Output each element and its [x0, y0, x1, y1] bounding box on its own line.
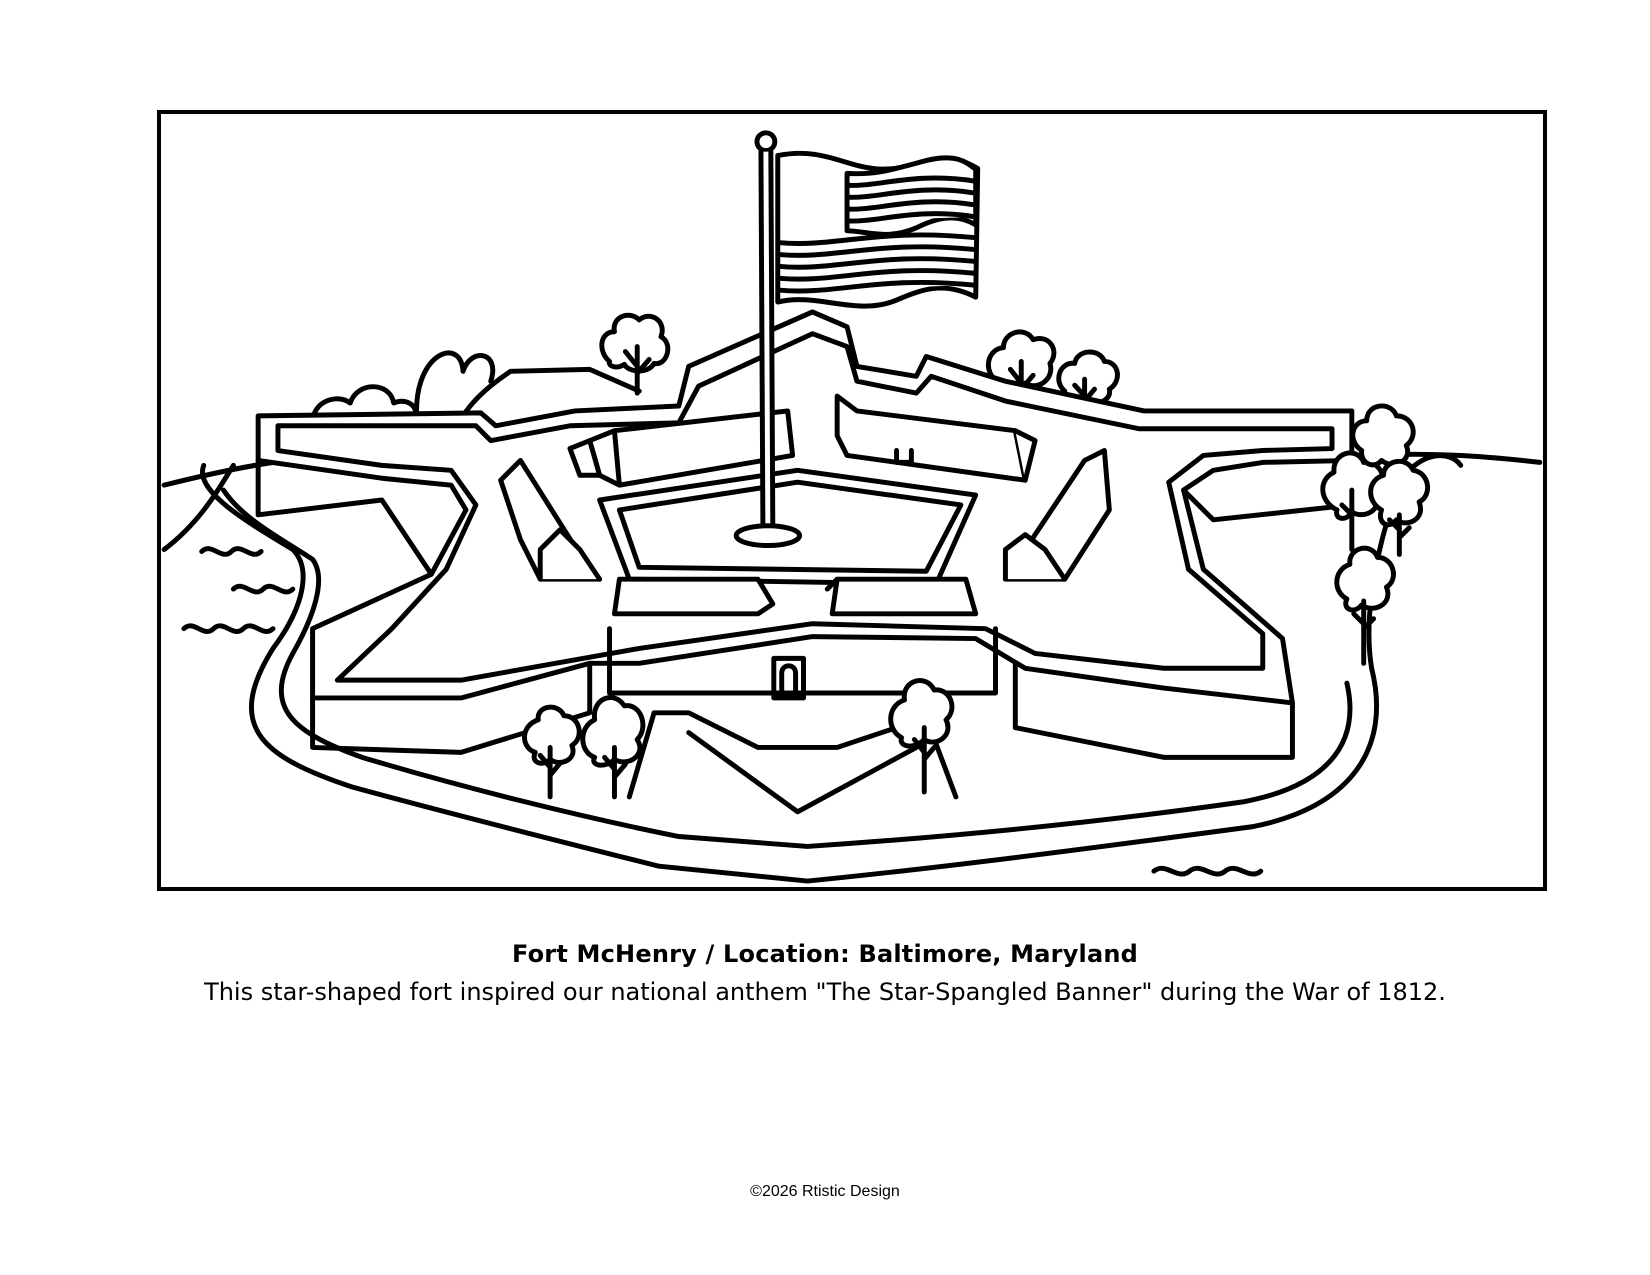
illustration-description: This star-shaped fort inspired our natio…: [204, 978, 1446, 1006]
tree-front-3: [888, 678, 955, 795]
barracks-left-side: [498, 457, 603, 582]
copyright-footer: ©2026 Rtistic Design: [750, 1183, 900, 1200]
fort-gate: [771, 655, 806, 701]
fort-outer-wall: [255, 309, 1355, 706]
flagpole-base: [733, 523, 803, 549]
barracks-top-right: [834, 393, 1038, 483]
fort-left-bastion-wall: [255, 457, 434, 577]
tree-right-4: [1334, 545, 1396, 666]
hill-left: [414, 350, 496, 414]
magazine-front-right: [824, 576, 979, 617]
magazine-front-left: [611, 576, 776, 617]
flagpole-finial: [754, 130, 778, 154]
illustration-frame: [157, 110, 1547, 891]
fort-front-wall-left: [310, 660, 593, 755]
barracks-top-left: [567, 408, 796, 488]
tree-right-2: [1350, 403, 1416, 468]
flagpole: [758, 149, 776, 533]
tree-front-1: [522, 704, 582, 800]
water-waves-left: [181, 546, 296, 634]
fort-front-wall-right: [1012, 660, 1295, 760]
tree-bg-1: [599, 312, 671, 396]
tree-front-2: [580, 695, 646, 800]
island-path-inner: [221, 487, 1353, 849]
fort-mchenry-illustration: [161, 130, 1543, 884]
fort-inner-wall: [275, 331, 1335, 683]
illustration-title: Fort McHenry / Location: Baltimore, Mary…: [511, 940, 1139, 968]
barracks-right-side: [1002, 448, 1112, 582]
water-waves-right: [1151, 865, 1264, 877]
tree-right-3: [1368, 458, 1430, 557]
flag-icon: [775, 150, 981, 309]
